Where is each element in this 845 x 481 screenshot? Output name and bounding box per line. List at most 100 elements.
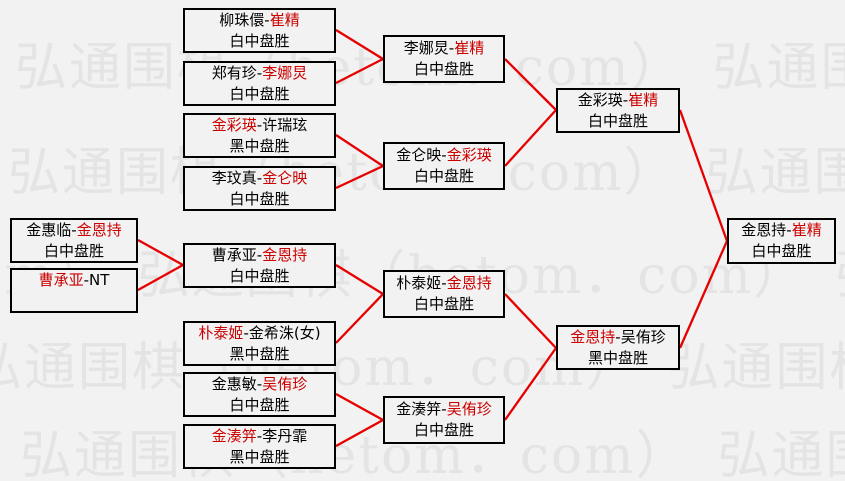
- winner-name: 金恩持: [262, 245, 308, 264]
- winner-name: 曹承亚: [38, 270, 84, 289]
- connector-line: [335, 264, 384, 295]
- match-box: 柳珠儇-崔精 白中盘胜: [183, 8, 336, 53]
- winner-name: 金湊笄: [211, 426, 257, 445]
- match-players: 金彩瑛-崔精: [578, 90, 658, 111]
- match-players: 曹承亚-NT: [39, 270, 110, 291]
- connector-line: [335, 293, 384, 344]
- player-name: 金彩瑛-: [577, 90, 629, 109]
- player-name: -金希洙(女): [243, 323, 321, 342]
- player-name: 金恩持-: [741, 221, 792, 239]
- match-box: 金湊笄-吴侑珍 白中盘胜: [383, 396, 505, 444]
- match-box: 金彩瑛-许瑞玹 黑中盘胜: [183, 113, 336, 158]
- match-box: 金湊笄-李丹霏 黑中盘胜: [183, 424, 336, 469]
- winner-name: 崔精: [454, 39, 485, 57]
- match-players: 金仑映-金彩瑛: [396, 145, 491, 166]
- player-name: -吴侑珍: [615, 327, 666, 346]
- match-result: 白中盘胜: [751, 242, 812, 260]
- winner-name: 金仑映: [262, 168, 308, 187]
- player-name: 金仑映-: [396, 146, 447, 164]
- winner-name: 金恩持: [570, 327, 616, 346]
- connector-line: [504, 347, 557, 421]
- match-box: 金仑映-金彩瑛 白中盘胜: [383, 142, 505, 190]
- match-players: 李娜炅-崔精: [404, 38, 484, 59]
- match-result: 白中盘胜: [229, 266, 290, 285]
- match-box: 曹承亚-NT: [10, 268, 138, 313]
- winner-name: 吴侑珍: [446, 400, 492, 418]
- match-players: 柳珠儇-崔精: [219, 10, 299, 31]
- winner-name: 吴侑珍: [262, 374, 308, 393]
- match-result: 白中盘胜: [413, 167, 474, 185]
- match-result: 白中盘胜: [229, 189, 290, 208]
- match-result: 白中盘胜: [229, 395, 290, 414]
- player-name: 李娜炅-: [403, 39, 455, 57]
- winner-name: 朴泰姬: [198, 323, 244, 342]
- match-result: 白中盘胜: [229, 84, 290, 103]
- player-name: 朴泰姬-: [396, 274, 447, 292]
- player-name: -许瑞玹: [256, 115, 308, 134]
- connector-line: [137, 263, 184, 292]
- player-name: 金惠临-: [26, 220, 77, 239]
- connector-line: [335, 134, 384, 167]
- connector-line: [504, 293, 557, 349]
- connector-line: [137, 238, 184, 267]
- match-result: 黑中盘胜: [229, 447, 290, 466]
- connector-line: [504, 109, 557, 167]
- match-players: 金惠敏-吴侑珍: [212, 374, 307, 395]
- match-players: 李玟真-金仑映: [212, 168, 307, 189]
- match-players: 朴泰姬-金恩持: [396, 273, 491, 294]
- winner-name: 金彩瑛: [211, 115, 257, 134]
- player-name: 金惠敏-: [211, 374, 263, 393]
- player-name: 李玟真-: [211, 168, 263, 187]
- player-name: 曹承亚-: [211, 245, 263, 264]
- winner-name: 金恩持: [446, 274, 492, 292]
- match-result: 黑中盘胜: [587, 348, 648, 367]
- match-box: 李娜炅-崔精 白中盘胜: [383, 35, 505, 83]
- match-result: 黑中盘胜: [229, 136, 290, 155]
- connector-line: [335, 29, 384, 60]
- winner-name: 崔精: [628, 90, 659, 109]
- player-name: 金湊笄-: [396, 400, 447, 418]
- connector-line: [335, 57, 384, 85]
- player-name: -NT: [83, 270, 110, 289]
- match-players: 曹承亚-金恩持: [212, 245, 307, 266]
- watermark-text: 弘通围棋（hetom．com） 弘通围棋（hetom．com） 弘通围棋（het…: [0, 338, 845, 398]
- match-box: 金恩持-吴侑珍 黑中盘胜: [556, 325, 680, 370]
- connector-line: [335, 392, 384, 422]
- match-players: 朴泰姬-金希洙(女): [198, 323, 320, 344]
- match-result: 白中盘胜: [229, 31, 290, 50]
- match-box: 曹承亚-金恩持 白中盘胜: [183, 243, 336, 288]
- match-players: 金恩持-崔精: [741, 220, 821, 241]
- match-box: 朴泰姬-金恩持 白中盘胜: [383, 270, 505, 318]
- match-box: 郑有珍-李娜炅 白中盘胜: [183, 61, 336, 106]
- player-name: 郑有珍-: [211, 63, 263, 82]
- match-box: 金惠临-金恩持 白中盘胜: [10, 218, 138, 263]
- winner-name: 李娜炅: [262, 63, 308, 82]
- match-players: 金湊笄-吴侑珍: [396, 399, 491, 420]
- match-box: 朴泰姬-金希洙(女) 黑中盘胜: [183, 321, 336, 366]
- match-players: 金彩瑛-许瑞玹: [212, 115, 307, 136]
- match-players: 金恩持-吴侑珍: [570, 327, 665, 348]
- connector-line: [335, 164, 384, 190]
- winner-name: 金恩持: [76, 220, 122, 239]
- winner-name: 崔精: [269, 10, 300, 29]
- player-name: -李丹霏: [256, 426, 308, 445]
- connector-line: [335, 418, 384, 448]
- connector-line: [678, 109, 729, 242]
- player-name: 柳珠儇-: [219, 10, 270, 29]
- match-players: 郑有珍-李娜炅: [212, 63, 307, 84]
- match-result: 白中盘胜: [413, 295, 474, 313]
- winner-name: 金彩瑛: [446, 146, 492, 164]
- match-box-final: 金恩持-崔精 白中盘胜: [727, 218, 836, 264]
- match-box: 金惠敏-吴侑珍 白中盘胜: [183, 372, 336, 417]
- match-result: 黑中盘胜: [229, 344, 290, 363]
- match-box: 金彩瑛-崔精 白中盘胜: [556, 88, 680, 133]
- match-players: 金惠临-金恩持: [26, 220, 121, 241]
- match-result: 白中盘胜: [413, 60, 474, 78]
- match-players: 金湊笄-李丹霏: [212, 426, 307, 447]
- connector-line: [504, 58, 557, 111]
- match-result: 白中盘胜: [587, 111, 648, 130]
- match-result: 白中盘胜: [43, 241, 104, 260]
- match-result: 白中盘胜: [413, 421, 474, 439]
